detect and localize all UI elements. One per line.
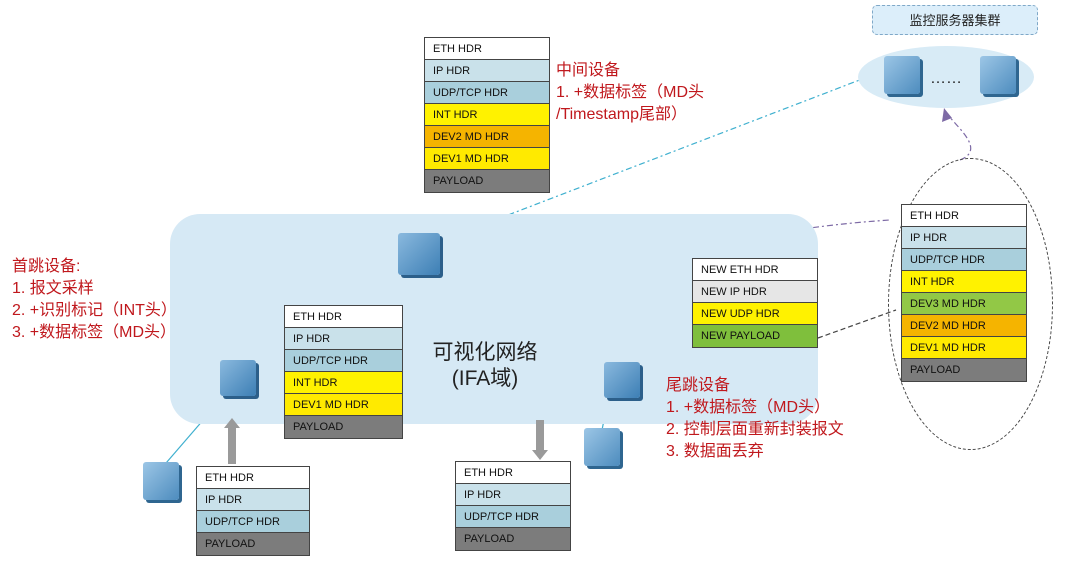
stack-row: PAYLOAD	[456, 528, 570, 550]
flow-arrowhead-4	[942, 108, 952, 122]
stack-row: INT HDR	[425, 104, 549, 126]
cluster-server-icon	[980, 56, 1016, 94]
stack-row: IP HDR	[285, 328, 402, 350]
stack-new-packet: NEW ETH HDR NEW IP HDR NEW UDP HDR NEW P…	[692, 258, 818, 348]
stack-row: UDP/TCP HDR	[197, 511, 309, 533]
stack-row: ETH HDR	[197, 467, 309, 489]
first-hop-title: 首跳设备:	[12, 258, 81, 275]
mid-device-title: 中间设备	[556, 62, 621, 79]
stack-row: PAYLOAD	[285, 416, 402, 438]
stack-row: IP HDR	[425, 60, 549, 82]
stack-row: DEV1 MD HDR	[902, 337, 1026, 359]
link-payload-detail	[817, 309, 897, 339]
first-hop-step: 1. 报文采样	[12, 280, 94, 297]
stack-row: UDP/TCP HDR	[285, 350, 402, 372]
network-label-line1: 可视化网络	[432, 341, 538, 364]
stack-row: DEV1 MD HDR	[425, 148, 549, 170]
arrow-up-icon	[224, 418, 240, 464]
stack-row: DEV2 MD HDR	[902, 315, 1026, 337]
stack-after-mid: ETH HDR IP HDR UDP/TCP HDR INT HDR DEV2 …	[424, 37, 550, 193]
first-hop-switch-icon	[220, 360, 256, 396]
stack-row: DEV2 MD HDR	[425, 126, 549, 148]
tail-device-step: 1. +数据标签（MD头）	[666, 399, 831, 416]
stack-row: INT HDR	[285, 372, 402, 394]
arrow-down-icon	[532, 420, 548, 460]
stack-row: IP HDR	[197, 489, 309, 511]
tail-switch-icon	[604, 362, 640, 398]
mid-device-annotation: 中间设备 1. +数据标签（MD头 /Timestamp尾部）	[556, 60, 704, 126]
stack-row: PAYLOAD	[425, 170, 549, 192]
stack-row: IP HDR	[902, 227, 1026, 249]
first-hop-step: 2. +识别标记（INT头）	[12, 302, 177, 319]
tail-device-step: 3. 数据面丢弃	[666, 443, 764, 460]
stack-row: ETH HDR	[456, 462, 570, 484]
stack-row: ETH HDR	[425, 38, 549, 60]
mid-switch-icon	[398, 233, 440, 275]
source-server-icon	[143, 462, 179, 500]
flow-ellipse-to-cluster	[947, 114, 972, 161]
stack-row: NEW IP HDR	[693, 281, 817, 303]
link-mid-to-cluster	[429, 75, 871, 246]
stack-row: ETH HDR	[902, 205, 1026, 227]
stack-row: NEW ETH HDR	[693, 259, 817, 281]
stack-row: UDP/TCP HDR	[425, 82, 549, 104]
stack-row: DEV3 MD HDR	[902, 293, 1026, 315]
tail-server-icon	[584, 428, 620, 466]
mid-device-step-line2: /Timestamp尾部）	[556, 106, 687, 123]
stack-payload-detail: ETH HDR IP HDR UDP/TCP HDR INT HDR DEV3 …	[901, 204, 1027, 382]
stack-output: ETH HDR IP HDR UDP/TCP HDR PAYLOAD	[455, 461, 571, 551]
mid-device-step-line1: 1. +数据标签（MD头	[556, 84, 705, 101]
stack-row: UDP/TCP HDR	[456, 506, 570, 528]
network-label-line2: (IFA域)	[451, 367, 519, 390]
first-hop-annotation: 首跳设备: 1. 报文采样 2. +识别标记（INT头） 3. +数据标签（MD…	[12, 256, 177, 344]
tail-device-step: 2. 控制层面重新封装报文	[666, 421, 844, 438]
payload-detail-ellipse	[888, 158, 1053, 450]
cluster-label: 监控服务器集群	[872, 5, 1038, 35]
stack-row: PAYLOAD	[197, 533, 309, 555]
stack-row: IP HDR	[456, 484, 570, 506]
stack-row: PAYLOAD	[902, 359, 1026, 381]
stack-row: NEW PAYLOAD	[693, 325, 817, 347]
tail-device-annotation: 尾跳设备 1. +数据标签（MD头） 2. 控制层面重新封装报文 3. 数据面丢…	[666, 375, 844, 463]
network-label: 可视化网络 (IFA域)	[395, 340, 575, 392]
stack-row: UDP/TCP HDR	[902, 249, 1026, 271]
stack-row: DEV1 MD HDR	[285, 394, 402, 416]
first-hop-step: 3. +数据标签（MD头）	[12, 324, 177, 341]
stack-row: NEW UDP HDR	[693, 303, 817, 325]
tail-device-title: 尾跳设备	[666, 377, 731, 394]
stack-row: ETH HDR	[285, 306, 402, 328]
cluster-dots: ……	[930, 70, 962, 87]
cluster-server-icon	[884, 56, 920, 94]
stack-row: INT HDR	[902, 271, 1026, 293]
stack-after-first: ETH HDR IP HDR UDP/TCP HDR INT HDR DEV1 …	[284, 305, 403, 439]
stack-original: ETH HDR IP HDR UDP/TCP HDR PAYLOAD	[196, 466, 310, 556]
